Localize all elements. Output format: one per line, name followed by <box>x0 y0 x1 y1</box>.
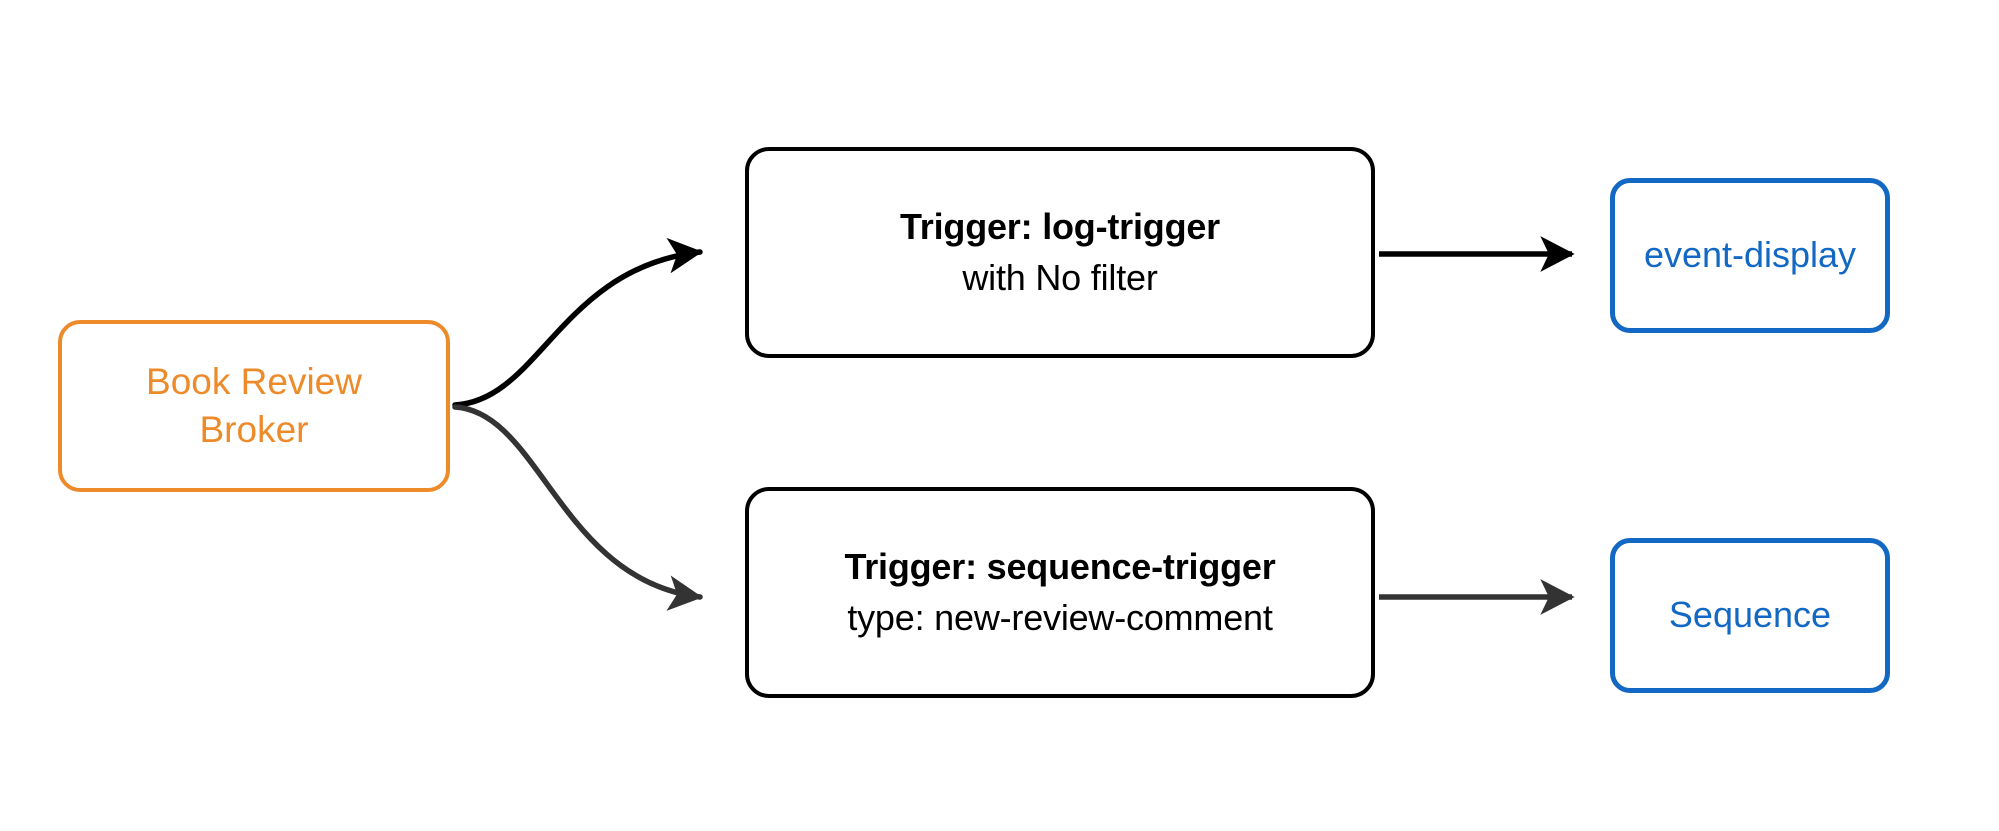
log-trigger-title: Trigger: log-trigger <box>899 205 1220 247</box>
broker-label-line1: Book Review <box>146 360 362 402</box>
event-display-label: event-display <box>1643 234 1857 276</box>
node-sequence-trigger[interactable]: Trigger: sequence-trigger type: new-revi… <box>745 487 1375 698</box>
log-trigger-subtitle: with No filter <box>962 256 1158 298</box>
broker-label-line2: Broker <box>199 409 309 450</box>
node-book-review-broker[interactable]: Book Review Broker <box>58 320 450 492</box>
sequence-trigger-title: Trigger: sequence-trigger <box>844 545 1276 587</box>
node-event-display[interactable]: event-display <box>1610 178 1890 333</box>
edge-broker-to-sequence-trigger <box>452 404 703 611</box>
node-log-trigger[interactable]: Trigger: log-trigger with No filter <box>745 147 1375 358</box>
sequence-label: Sequence <box>1668 594 1832 636</box>
edge-broker-to-log-trigger <box>452 237 703 408</box>
node-sequence[interactable]: Sequence <box>1610 538 1890 693</box>
sequence-trigger-subtitle: type: new-review-comment <box>847 596 1273 638</box>
